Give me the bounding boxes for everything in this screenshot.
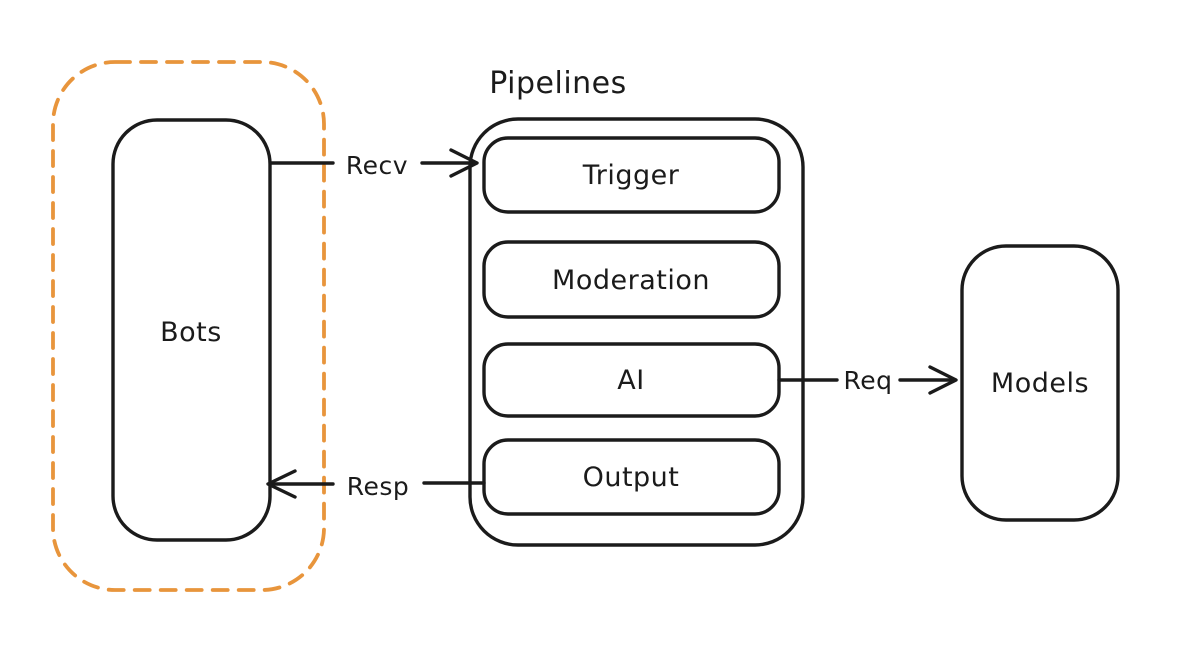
edge-req-arrow bbox=[777, 365, 958, 395]
edge-req-arrowhead-icon bbox=[928, 365, 958, 395]
stage-output-box bbox=[482, 438, 781, 516]
edge-resp-arrowhead-icon bbox=[266, 469, 297, 499]
stage-trigger-label: Trigger bbox=[582, 160, 680, 191]
stage-moderation-box bbox=[482, 240, 781, 319]
pipelines-title: Pipelines bbox=[489, 66, 627, 101]
edge-req-label: Req bbox=[844, 366, 893, 395]
stage-output-label: Output bbox=[583, 462, 680, 493]
stage-trigger-box bbox=[482, 136, 781, 214]
bots-label: Bots bbox=[160, 317, 222, 348]
stage-moderation-label: Moderation bbox=[552, 265, 710, 296]
edge-resp-label: Resp bbox=[347, 472, 410, 501]
edge-recv-arrow bbox=[269, 148, 479, 178]
edge-resp-arrow bbox=[266, 469, 486, 499]
bots-node-box bbox=[111, 118, 272, 542]
edge-recv-arrowhead-icon bbox=[449, 148, 479, 178]
stage-ai-label: AI bbox=[617, 365, 644, 396]
models-node-box bbox=[960, 244, 1120, 522]
models-label: Models bbox=[991, 368, 1089, 399]
edge-recv-label: Recv bbox=[346, 151, 408, 180]
bots-group-outline bbox=[51, 60, 326, 592]
